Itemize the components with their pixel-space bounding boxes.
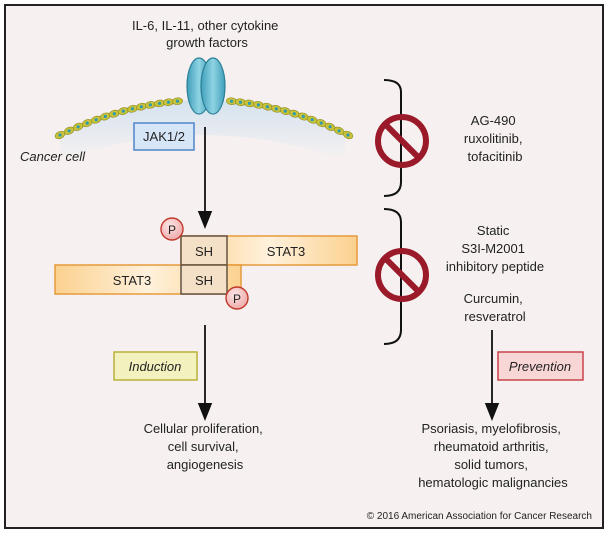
prevention-outcomes: Psoriasis, myelofibrosis, rheumatoid art…	[418, 421, 568, 490]
phosphate-bottom	[225, 286, 249, 310]
prevention-label: Prevention	[509, 359, 571, 374]
sh-top-label: SH	[195, 244, 213, 259]
stat3-bottom-label: STAT3	[113, 273, 152, 288]
membrane-dot	[310, 118, 314, 122]
sh-bottom-box	[180, 264, 228, 295]
membrane-dot	[256, 103, 260, 107]
membrane-dot	[139, 105, 143, 109]
membrane-dot	[166, 100, 171, 104]
jak-inhibitors: AG-490 ruxolitinib, tofacitinib	[464, 113, 526, 164]
membrane-dot	[238, 100, 243, 104]
membrane-dot	[265, 105, 269, 109]
membrane-dot	[247, 101, 252, 105]
membrane-dot	[130, 107, 134, 111]
prevention-box	[497, 351, 584, 381]
membrane-dot	[301, 114, 305, 119]
membrane-dot	[112, 112, 116, 116]
sh-bottom-label: SH	[195, 273, 213, 288]
cytokine-receptor	[186, 57, 226, 115]
stat3-top-label: STAT3	[267, 244, 306, 259]
membrane-dot	[157, 101, 162, 105]
membrane-dot	[58, 133, 62, 137]
induction-label: Induction	[129, 359, 182, 374]
membrane-dot	[94, 118, 98, 122]
membrane-dot	[175, 99, 180, 103]
membrane-dot	[229, 99, 234, 103]
phosphate-bottom-label: P	[233, 292, 241, 306]
copyright-text: © 2016 American Association for Cancer R…	[367, 511, 592, 522]
membrane-dot	[346, 133, 350, 137]
membrane-dot	[85, 121, 89, 125]
jak-box	[133, 122, 195, 151]
prohibit-icon	[375, 248, 429, 302]
membrane-dot	[292, 112, 296, 116]
membrane-dot	[319, 121, 323, 125]
cancer-cell-label: Cancer cell	[20, 149, 86, 164]
cell-interior	[60, 100, 345, 160]
membrane-dot	[148, 103, 152, 107]
natural-inhibitors: Curcumin, resveratrol	[464, 291, 527, 324]
cytokine-label: IL-6, IL-11, other cytokine growth facto…	[132, 18, 282, 50]
membrane-dot	[67, 129, 71, 133]
membrane-dot	[103, 114, 107, 119]
induction-outcomes: Cellular proliferation, cell survival, a…	[144, 421, 267, 472]
sh-top-box	[180, 235, 228, 266]
jak-label: JAK1/2	[143, 129, 185, 144]
membrane-dot	[121, 109, 125, 113]
membrane-dot	[337, 129, 341, 133]
prohibit-icon	[375, 114, 429, 168]
membrane-dot	[76, 125, 80, 129]
bracket-stat-inhibitors	[383, 208, 402, 345]
membrane-dot	[328, 125, 332, 129]
phosphate-top-label: P	[168, 223, 176, 237]
phosphate-top	[160, 217, 184, 241]
stat-inhibitors: Static S3I-M2001 inhibitory peptide	[446, 223, 544, 274]
induction-box	[113, 351, 198, 381]
cell-membrane	[54, 97, 354, 140]
membrane-dot	[283, 109, 287, 113]
membrane-dot	[274, 107, 278, 111]
